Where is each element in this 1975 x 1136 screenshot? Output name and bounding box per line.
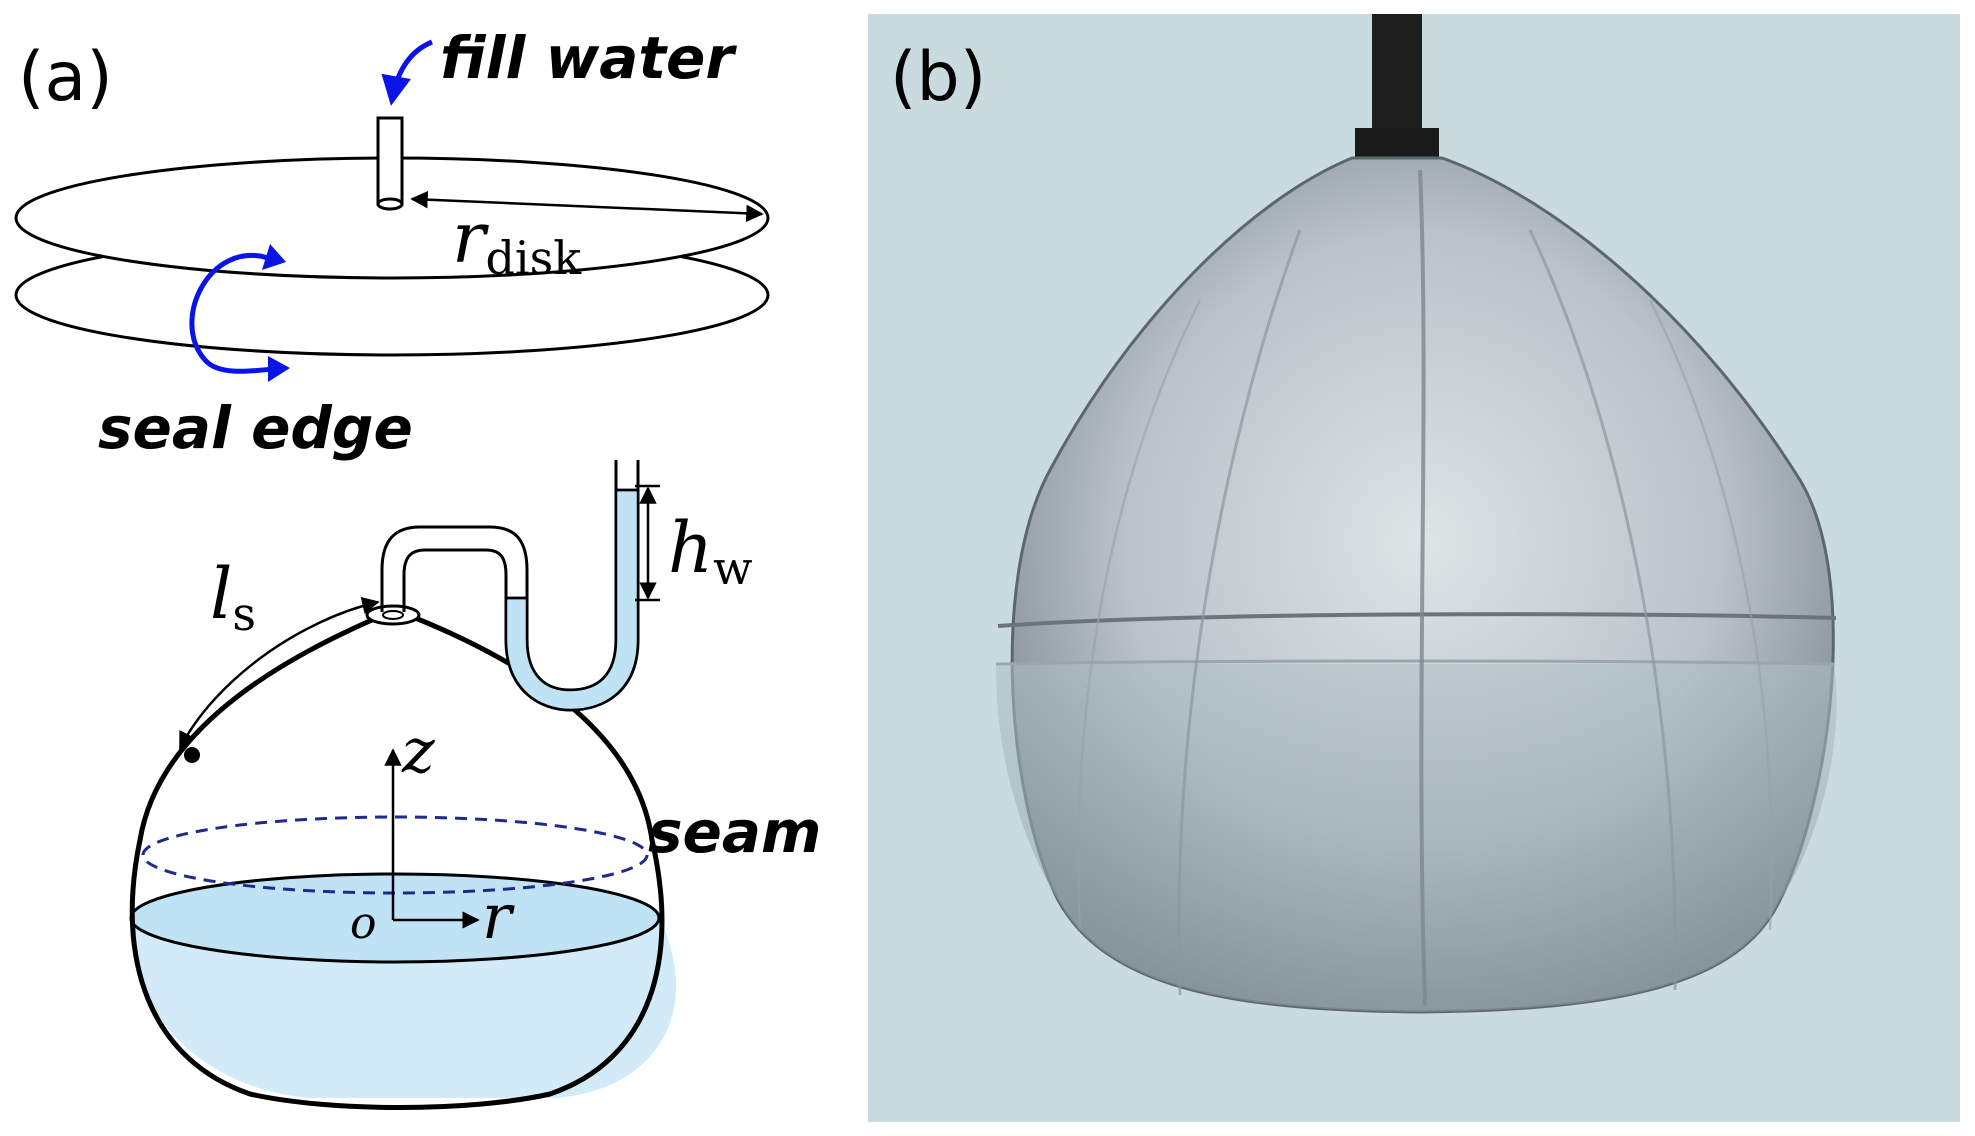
h-w-label: hw: [668, 507, 752, 595]
balloon-outline: [129, 607, 665, 1110]
photo-fold-2: [1177, 229, 1302, 996]
seal-edge-arrowhead-top: [262, 244, 286, 270]
manometer-water: [504, 488, 640, 712]
photo-connector: [1355, 128, 1439, 158]
panel-a-label: (a): [18, 38, 113, 117]
z-axis-label: z: [401, 714, 435, 787]
seam-line: [141, 815, 649, 895]
r-axis-label: r: [482, 880, 515, 953]
photo-fold-1: [1418, 169, 1427, 1006]
photo-fold-4: [1077, 299, 1202, 931]
seal-edge-arrow: [189, 253, 283, 374]
balloon-water: [129, 918, 676, 1098]
seam-label: seam: [648, 798, 821, 866]
l-s-endpoint: [184, 747, 200, 763]
photo-hose: [1372, 14, 1422, 132]
seal-edge-label: seal edge: [98, 394, 413, 462]
fill-water-label: fill water: [440, 24, 737, 92]
fill-tube: [376, 116, 404, 206]
fill-water-arrow: [381, 39, 434, 106]
r-disk-label: rdisk: [452, 197, 582, 285]
photo-waterline: [995, 659, 1835, 666]
l-s-arrow: [178, 597, 380, 750]
origin-label: o: [350, 898, 377, 949]
photo-fold-3: [1528, 229, 1677, 991]
photo-fold-5: [1648, 299, 1773, 931]
panel-b-label: (b): [890, 38, 986, 117]
r-disk-arrow: [410, 190, 764, 223]
photo-water: [995, 664, 1837, 1012]
photo-seam: [997, 612, 1837, 628]
l-s-label: ls: [210, 553, 256, 641]
fill-tube-opening: [376, 197, 404, 211]
balloon-neck-inner: [382, 610, 404, 620]
water-surface: [129, 872, 661, 964]
seal-edge-arrowhead-bottom: [268, 356, 290, 382]
panel-b: (b): [868, 14, 1960, 1122]
panel-a: (a) fill water rdisk seal edge seam: [14, 24, 821, 1110]
